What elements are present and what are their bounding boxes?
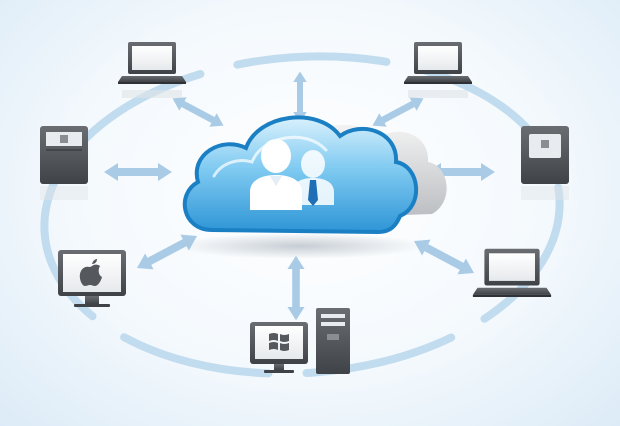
arrow-top-center: [293, 71, 307, 123]
arrow-left: [104, 163, 172, 181]
user-icon-small: [292, 150, 334, 206]
server-right-icon: [521, 126, 569, 200]
server-left-icon: [40, 126, 88, 200]
arrow-bottom-right: [409, 233, 479, 281]
apple-logo-icon: [79, 259, 102, 286]
cloud-shadow: [175, 233, 425, 259]
cloud-users-icon: [182, 115, 418, 235]
connection-ring: [40, 52, 564, 378]
apple-monitor-icon: [58, 250, 126, 307]
windows-logo-icon: [269, 333, 289, 351]
user-icon-large: [250, 139, 302, 210]
arrow-bottom-center: [287, 255, 305, 321]
laptop-bottom-right-icon: [472, 248, 552, 297]
laptop-top-right-icon: [404, 42, 472, 98]
laptop-top-left-icon: [118, 42, 186, 98]
windows-desktop-icon: [250, 308, 350, 374]
